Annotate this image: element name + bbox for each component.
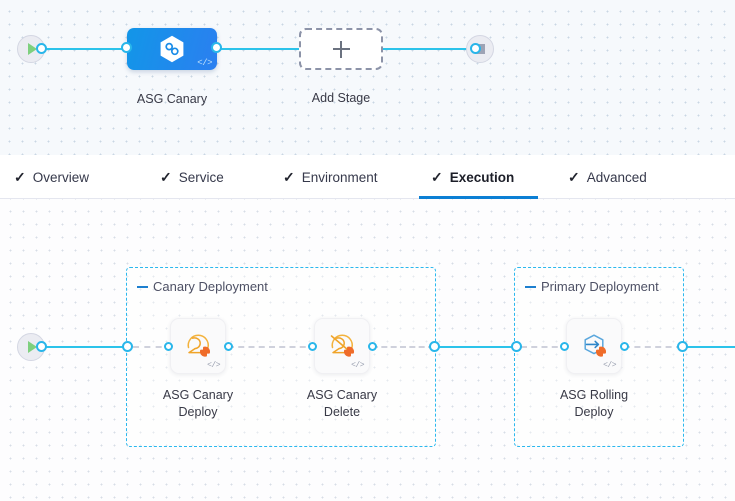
dash-edge-group1-out <box>372 346 434 348</box>
dash-edge-between-steps-1-2 <box>228 346 316 348</box>
group2-exit-knob[interactable] <box>677 341 688 352</box>
tab-overview-label: Overview <box>32 169 89 185</box>
edge-stage-to-addstage <box>214 48 306 50</box>
edge-group1-to-group2 <box>433 346 520 348</box>
dash-edge-group1-in <box>133 346 173 348</box>
check-icon: ✓ <box>431 169 443 185</box>
step-code-badge: </> <box>351 361 364 370</box>
step2-output-knob[interactable] <box>368 342 377 351</box>
pipeline-start-node[interactable] <box>17 35 45 63</box>
group-title-canary-deployment[interactable]: Canary Deployment <box>137 279 268 294</box>
dash-edge-group2-in <box>521 346 568 348</box>
play-icon <box>28 43 37 55</box>
execution-graph-canvas[interactable]: Canary Deployment Primary Deployment <box>0 199 735 501</box>
plus-icon-vertical <box>340 40 342 58</box>
edge-group2-to-next <box>681 346 735 348</box>
step1-input-knob[interactable] <box>164 342 173 351</box>
edge-start-to-stage <box>42 48 134 50</box>
tab-advanced[interactable]: ✓ Advanced <box>568 155 647 199</box>
step-node-asg-canary-delete[interactable]: </> <box>314 318 370 374</box>
group-title-label: Canary Deployment <box>153 279 268 294</box>
step-code-badge: </> <box>603 361 616 370</box>
tab-execution[interactable]: ✓ Execution <box>419 155 538 199</box>
add-stage-button[interactable] <box>299 28 383 70</box>
group-title-primary-deployment[interactable]: Primary Deployment <box>525 279 659 294</box>
step-label-line2: Delete <box>323 405 361 419</box>
tab-service-label: Service <box>178 169 224 185</box>
edge-addstage-to-end <box>382 48 474 50</box>
asg-rolling-deploy-icon <box>584 334 606 357</box>
step-label-asg-canary-deploy: ASG Canary Deploy <box>138 387 258 421</box>
plus-badge <box>200 346 210 357</box>
group1-exit-knob[interactable] <box>429 341 440 352</box>
add-stage-label: Add Stage <box>311 91 371 105</box>
step-label-line1: ASG Canary <box>162 388 234 402</box>
step-node-asg-canary-deploy[interactable]: </> <box>170 318 226 374</box>
stage-graph-canvas[interactable]: </> ASG Canary Add Stage <box>0 0 735 155</box>
exec-start-output-knob[interactable] <box>36 341 47 352</box>
tab-overview[interactable]: ✓ Overview <box>14 155 89 199</box>
plus-badge <box>596 346 606 357</box>
stage-node-asg-canary[interactable]: </> <box>127 28 217 70</box>
step3-input-knob[interactable] <box>560 342 569 351</box>
tab-advanced-label: Advanced <box>586 169 647 185</box>
group-title-label: Primary Deployment <box>541 279 659 294</box>
play-icon <box>28 341 37 353</box>
group1-entry-knob[interactable] <box>122 341 133 352</box>
stage-input-knob[interactable] <box>121 42 132 53</box>
asg-hexagon-icon <box>160 35 184 63</box>
end-input-knob[interactable] <box>470 43 481 54</box>
edge-exec-start-to-group1 <box>42 346 130 348</box>
step-label-line1: ASG Canary <box>306 388 378 402</box>
step3-output-knob[interactable] <box>620 342 629 351</box>
step-label-asg-rolling-deploy: ASG Rolling Deploy <box>534 387 654 421</box>
step-label-asg-canary-delete: ASG Canary Delete <box>282 387 402 421</box>
step-label-line2: Deploy <box>574 405 614 419</box>
stage-output-knob[interactable] <box>211 42 222 53</box>
check-icon: ✓ <box>568 169 580 185</box>
stage-config-tabbar: ✓ Overview ✓ Service ✓ Environment ✓ Exe… <box>0 155 735 199</box>
step-label-line1: ASG Rolling <box>559 388 629 402</box>
check-icon: ✓ <box>160 169 172 185</box>
stage-node-label: ASG Canary <box>136 92 208 106</box>
stage-code-badge: </> <box>197 58 212 68</box>
minus-icon[interactable] <box>525 285 536 288</box>
tab-execution-label: Execution <box>449 169 515 185</box>
step2-input-knob[interactable] <box>308 342 317 351</box>
step1-output-knob[interactable] <box>224 342 233 351</box>
tab-environment[interactable]: ✓ Environment <box>283 155 378 199</box>
tab-service[interactable]: ✓ Service <box>160 155 224 199</box>
group2-entry-knob[interactable] <box>511 341 522 352</box>
asg-canary-deploy-icon <box>187 334 210 357</box>
step-code-badge: </> <box>207 361 220 370</box>
start-output-knob[interactable] <box>36 43 47 54</box>
tab-underline <box>419 196 538 199</box>
check-icon: ✓ <box>283 169 295 185</box>
minus-icon[interactable] <box>137 285 148 288</box>
asg-canary-delete-icon <box>330 334 354 357</box>
tab-environment-label: Environment <box>301 169 378 185</box>
check-icon: ✓ <box>14 169 26 185</box>
dash-edge-group2-out <box>624 346 682 348</box>
step-label-line2: Deploy <box>178 405 218 419</box>
step-node-asg-rolling-deploy[interactable]: </> <box>566 318 622 374</box>
plus-badge <box>344 346 354 357</box>
